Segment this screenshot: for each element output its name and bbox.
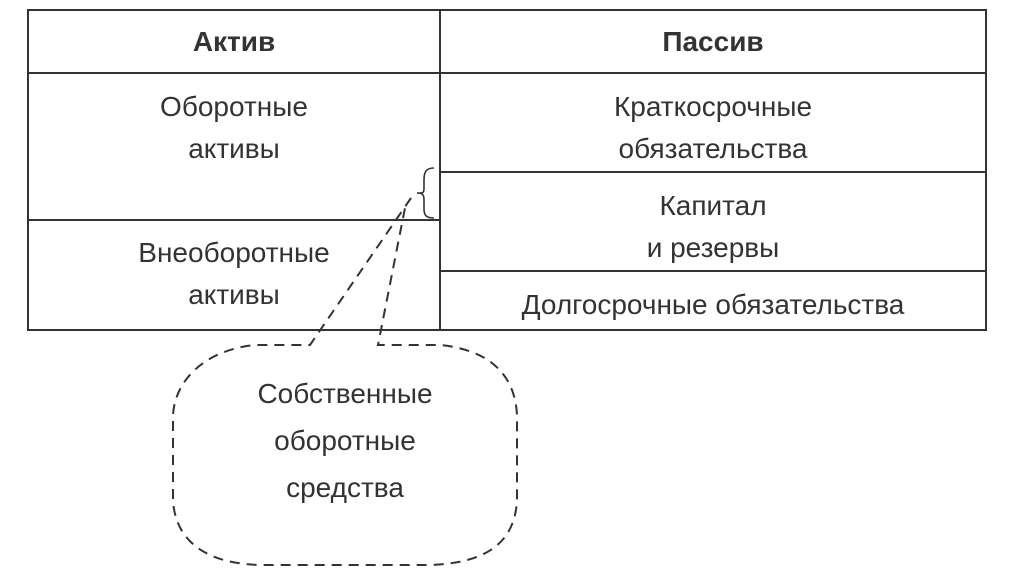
assets-current: Оборотные активы: [29, 86, 439, 170]
table-outline: [27, 9, 987, 331]
liabilities-short-term: Краткосрочные обязательства: [441, 86, 985, 170]
header-assets-label: Актив: [192, 26, 276, 57]
assets-current-line1: Оборотные: [160, 91, 308, 122]
callout-line2: оборотные: [274, 425, 416, 456]
callout-bubble: [172, 197, 518, 566]
liabilities-equity-line1: Капитал: [659, 190, 767, 221]
assets-noncurrent-line1: Внеоборотные: [138, 237, 330, 268]
assets-noncurrent: Внеоборотные активы: [29, 232, 439, 316]
liabilities-short-term-line2: обязательства: [618, 133, 808, 164]
callout-text: Собственные оборотные средства: [172, 370, 518, 511]
assets-current-line2: активы: [188, 133, 280, 164]
liabilities-short-term-line1: Краткосрочные: [613, 91, 813, 122]
callout-line1: Собственные: [257, 378, 433, 409]
curly-brace-icon: [416, 167, 435, 219]
liabilities-equity-line2: и резервы: [646, 232, 780, 263]
liabilities-long-term-label: Долгосрочные обязательства: [521, 289, 905, 320]
assets-noncurrent-line2: активы: [188, 279, 280, 310]
callout-line3: средства: [286, 472, 404, 503]
liabilities-equity: Капитал и резервы: [441, 185, 985, 269]
header-liabilities: Пассив: [441, 11, 985, 73]
header-assets: Актив: [29, 11, 439, 73]
header-liabilities-label: Пассив: [662, 26, 764, 57]
liabilities-long-term: Долгосрочные обязательства: [441, 280, 985, 330]
